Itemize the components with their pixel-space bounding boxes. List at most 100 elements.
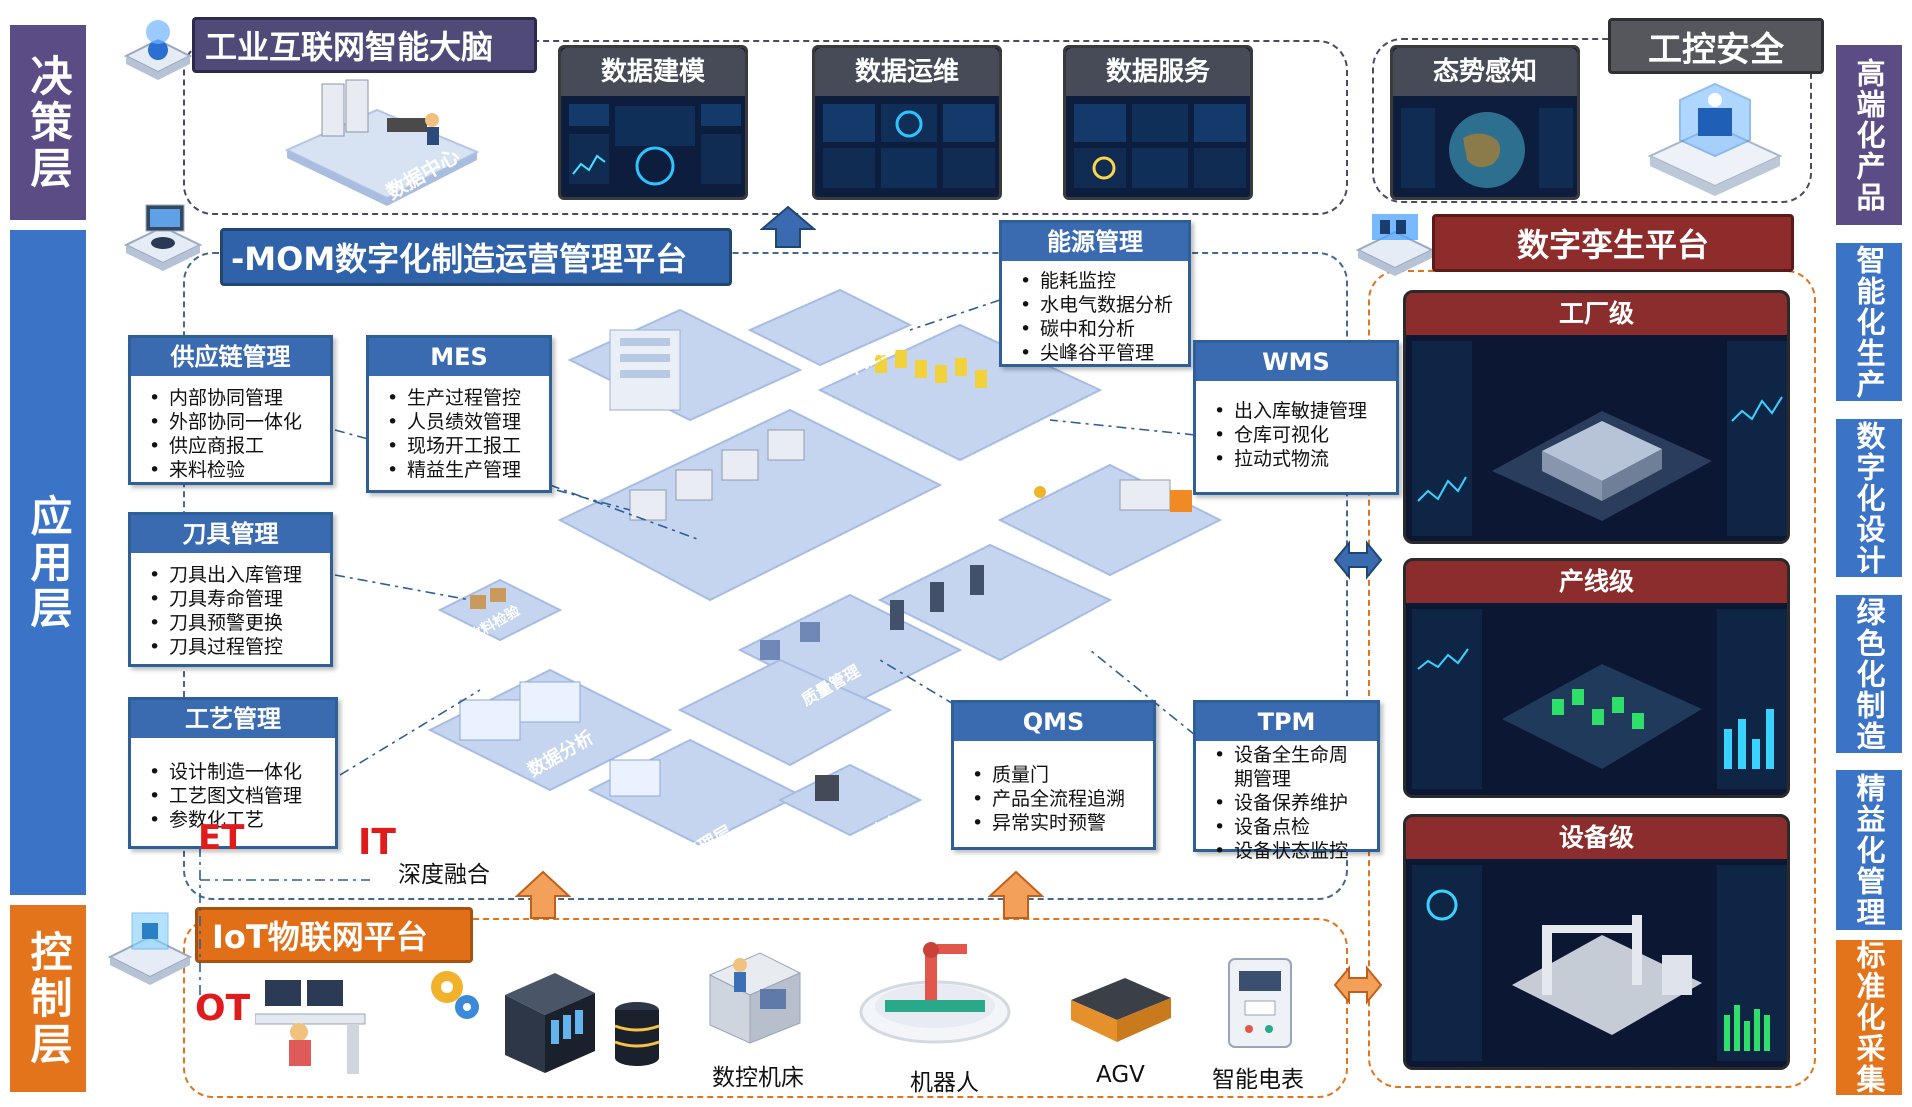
iot-region [183, 918, 1348, 1098]
device-cnc-label: 数控机床 [712, 1065, 804, 1091]
panel-situation-awareness-title: 态势感知 [1393, 48, 1577, 96]
list-item: 供应商报工 [149, 434, 330, 458]
list-item: 产品全流程追溯 [972, 787, 1153, 811]
list-item: 设备全生命周期管理 [1214, 743, 1362, 791]
list-item: 人员绩效管理 [387, 410, 549, 434]
list-item: 生产过程管控 [387, 386, 549, 410]
module-qms-title: QMS [954, 703, 1153, 741]
list-item: 拉动式物流 [1214, 447, 1396, 471]
it-label: IT [358, 822, 396, 863]
smart-meter-icon [1228, 958, 1292, 1048]
module-mes-title: MES [369, 338, 549, 376]
arrow-up-icon [760, 205, 816, 248]
capability-standard-collection: 标准化采集 [1836, 940, 1902, 1095]
list-item: 能耗监控 [1020, 269, 1188, 293]
twin-factory-level-title: 工厂级 [1406, 293, 1787, 335]
list-item: 设备点检 [1214, 815, 1377, 839]
dashboard-graphic [823, 104, 995, 188]
list-item: 设备状态监控 [1214, 839, 1377, 863]
panel-situation-awareness[interactable]: 态势感知 [1390, 45, 1580, 200]
module-tool[interactable]: 刀具管理 刀具出入库管理 刀具寿命管理 刀具预警更换 刀具过程管控 [128, 512, 333, 667]
panel-data-ops-title: 数据运维 [815, 48, 999, 96]
factory-twin-graphic [1412, 341, 1787, 536]
capability-smart-production: 智能化生产 [1836, 243, 1902, 401]
brain-datacenter-illustration [284, 79, 480, 206]
list-item: 刀具预警更换 [149, 611, 330, 635]
device-robot-label: 机器人 [910, 1070, 979, 1096]
list-item: 设计制造一体化 [149, 760, 335, 784]
twin-equipment-level[interactable]: 设备级 [1403, 814, 1790, 1070]
twin-line-level-title: 产线级 [1406, 561, 1787, 603]
module-mes[interactable]: MES 生产过程管控 人员绩效管理 现场开工报工 精益生产管理 [366, 335, 552, 493]
arrow-up-icon [515, 870, 571, 919]
panel-data-ops[interactable]: 数据运维 [812, 45, 1002, 200]
fusion-label: 深度融合 [398, 862, 490, 888]
dashboard-graphic [1074, 104, 1246, 188]
list-item: 刀具出入库管理 [149, 563, 330, 587]
module-tpm[interactable]: TPM 设备全生命周期管理 设备保养维护 设备点检 设备状态监控 [1193, 700, 1380, 863]
database-icon [614, 1002, 660, 1066]
agv-icon [1071, 978, 1171, 1042]
list-item: 刀具寿命管理 [149, 587, 330, 611]
application-layer-label: 应用层 [10, 230, 86, 895]
mom-platform-icon [123, 204, 203, 271]
panel-data-service[interactable]: 数据服务 [1063, 45, 1253, 200]
module-process-title: 工艺管理 [131, 700, 335, 738]
device-agv-label: AGV [1096, 1062, 1145, 1088]
list-item: 出入库敏捷管理 [1214, 399, 1396, 423]
module-energy[interactable]: 能源管理 能耗监控 水电气数据分析 碳中和分析 尖峰谷平管理 [999, 220, 1191, 367]
operator-workstation-icon [255, 980, 366, 1074]
module-wms[interactable]: WMS 出入库敏捷管理 仓库可视化 拉动式物流 [1193, 340, 1399, 495]
et-label: ET [198, 818, 245, 858]
iot-platform-icon [107, 912, 193, 985]
panel-data-service-title: 数据服务 [1066, 48, 1250, 96]
module-tool-title: 刀具管理 [131, 515, 330, 553]
gear-icon [431, 971, 479, 1019]
twin-platform-icon [1355, 214, 1435, 276]
capability-high-end-product: 高端化产品 [1836, 45, 1902, 225]
iot-title-banner: IoT物联网平台 [195, 907, 473, 963]
list-item: 外部协同一体化 [149, 410, 330, 434]
panel-data-modeling-title: 数据建模 [561, 48, 745, 96]
twin-factory-level[interactable]: 工厂级 [1403, 290, 1790, 544]
module-supply-chain[interactable]: 供应链管理 内部协同管理 外部协同一体化 供应商报工 来料检验 [128, 335, 333, 485]
list-item: 来料检验 [149, 458, 330, 482]
device-smart-meter-label: 智能电表 [1212, 1067, 1304, 1093]
brain-platform-icon [123, 20, 193, 80]
globe-icon [1401, 108, 1573, 188]
security-region [1372, 38, 1812, 203]
decision-layer-label: 决策层 [10, 25, 86, 220]
equipment-twin-graphic [1412, 865, 1787, 1061]
list-item: 尖峰谷平管理 [1020, 341, 1188, 365]
capability-digital-design: 数字化设计 [1836, 419, 1902, 577]
security-shield-icon [1647, 82, 1783, 196]
dashboard-graphic [569, 104, 741, 186]
list-item: 设备保养维护 [1214, 791, 1377, 815]
list-item: 水电气数据分析 [1020, 293, 1188, 317]
list-item: 参数化工艺 [149, 808, 335, 832]
module-process[interactable]: 工艺管理 设计制造一体化 工艺图文档管理 参数化工艺 [128, 697, 338, 849]
cnc-machine-icon [708, 952, 802, 1044]
capability-lean-management: 精益化管理 [1836, 770, 1902, 930]
module-wms-title: WMS [1196, 343, 1396, 381]
list-item: 精益生产管理 [387, 458, 549, 482]
module-supply-chain-title: 供应链管理 [131, 338, 330, 376]
module-qms[interactable]: QMS 质量门 产品全流程追溯 异常实时预警 [951, 700, 1156, 850]
line-twin-graphic [1412, 609, 1787, 789]
list-item: 异常实时预警 [972, 811, 1153, 835]
twin-line-level[interactable]: 产线级 [1403, 558, 1790, 798]
list-item: 碳中和分析 [1020, 317, 1188, 341]
module-tpm-title: TPM [1196, 703, 1377, 741]
double-arrow-icon [1333, 540, 1383, 580]
list-item: 仓库可视化 [1214, 423, 1396, 447]
brain-region [183, 40, 1348, 215]
list-item: 现场开工报工 [387, 434, 549, 458]
server-icon [505, 973, 595, 1073]
robot-icon [859, 942, 1011, 1044]
list-item: 工艺图文档管理 [149, 784, 335, 808]
panel-data-modeling[interactable]: 数据建模 [558, 45, 748, 200]
list-item: 内部协同管理 [149, 386, 330, 410]
brain-title-banner: 工业互联网智能大脑 [192, 17, 537, 73]
list-item: 刀具过程管控 [149, 635, 330, 659]
list-item: 质量门 [972, 763, 1153, 787]
